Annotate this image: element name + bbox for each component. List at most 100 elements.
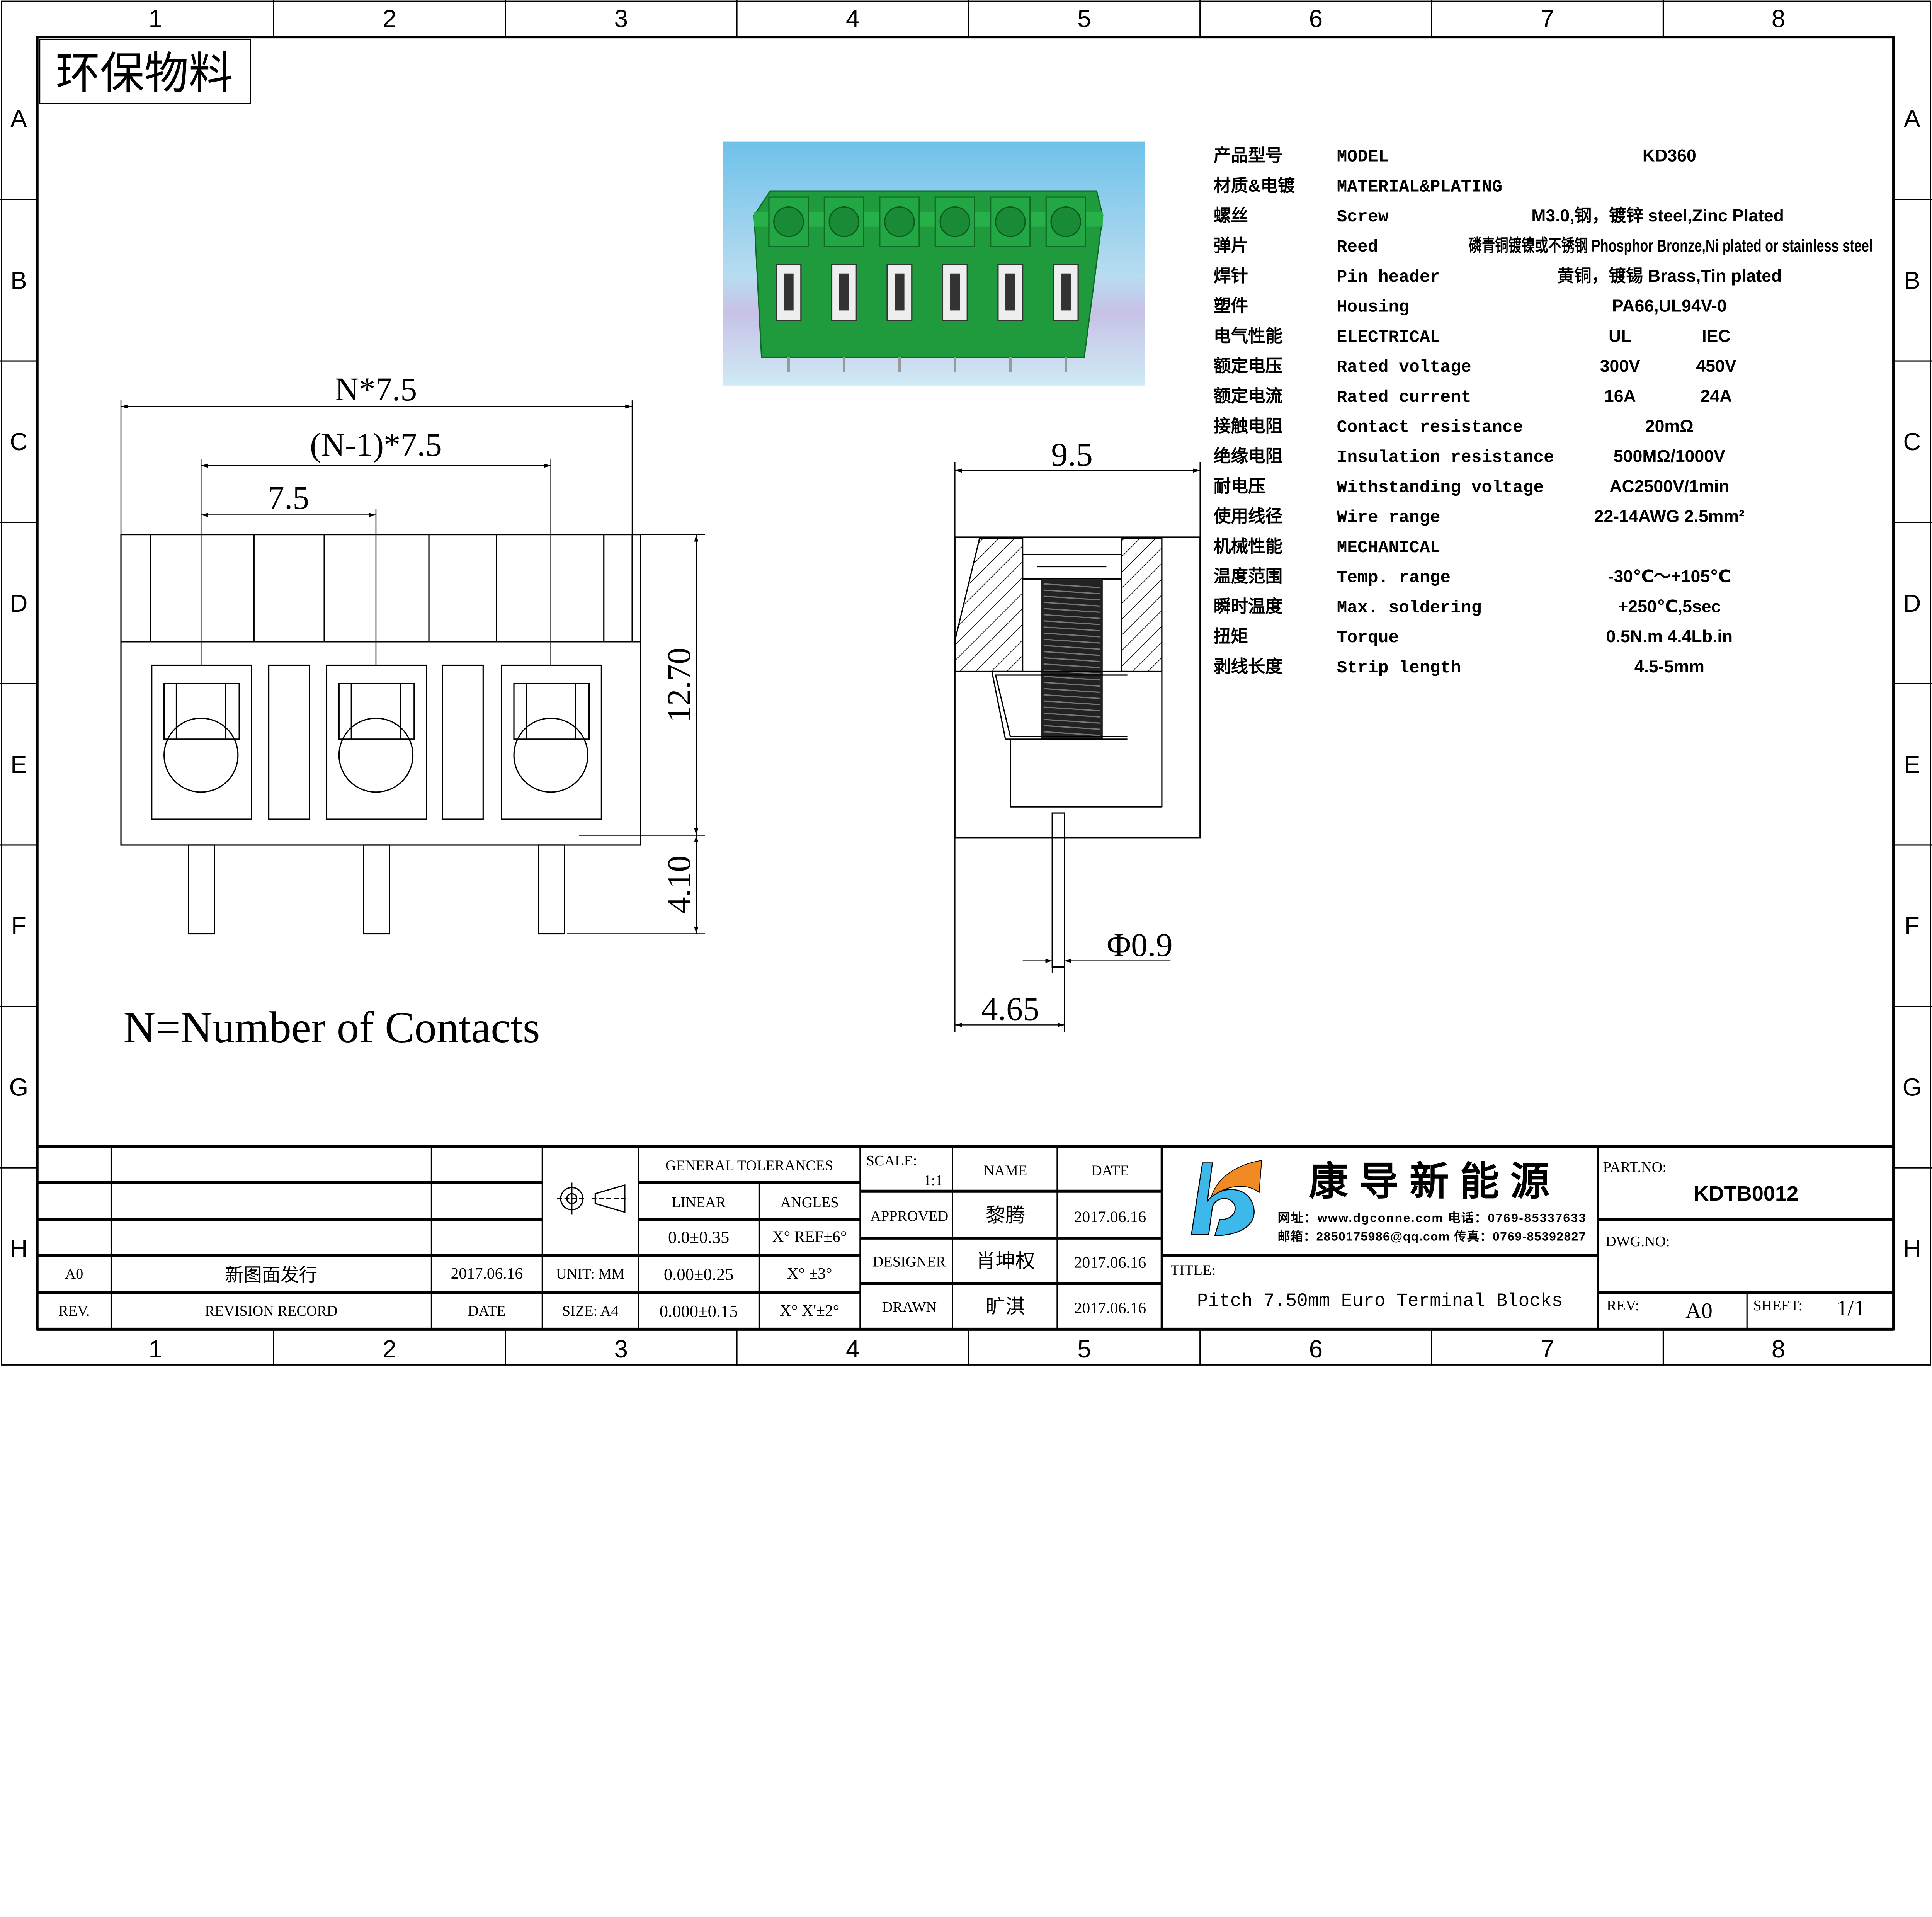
- spec-value: +250℃,5sec: [1618, 597, 1721, 616]
- angles-header: ANGLES: [781, 1194, 839, 1211]
- title-label: TITLE:: [1170, 1262, 1216, 1279]
- contacts-note: N=Number of Contacts: [123, 1003, 540, 1052]
- column-marker: 4: [846, 1335, 859, 1363]
- column-marker: 5: [1077, 5, 1091, 32]
- spec-label-cn: 额定电流: [1214, 387, 1283, 406]
- spec-label-en: Screw: [1337, 208, 1389, 227]
- product-photo: [723, 141, 1145, 386]
- scale-label: SCALE:: [866, 1153, 917, 1169]
- spec-label-en: MECHANICAL: [1337, 538, 1440, 558]
- column-marker: 1: [149, 5, 162, 32]
- spec-row: 机械性能 MECHANICAL: [1214, 537, 1440, 558]
- spec-value-ul: 300V: [1600, 357, 1640, 376]
- column-marker: 3: [614, 1335, 628, 1363]
- revision-record-header: REVISION RECORD: [205, 1303, 337, 1319]
- company-name: 康 导 新 能 源: [1309, 1159, 1549, 1203]
- general-tolerances-header: GENERAL TOLERANCES: [665, 1158, 833, 1174]
- spec-label-en: Torque: [1337, 628, 1399, 648]
- rev-header: REV.: [58, 1303, 90, 1319]
- row-marker: D: [10, 589, 27, 617]
- spec-value: -30℃～+105℃: [1608, 567, 1731, 586]
- column-marker: 6: [1309, 1335, 1323, 1363]
- spec-label-cn: 产品型号: [1214, 146, 1283, 165]
- badge-text: 环保物料: [56, 49, 233, 99]
- column-marker: 5: [1077, 1335, 1091, 1363]
- drawn-date: 2017.06.16: [1074, 1299, 1146, 1317]
- third-angle-projection-icon: [557, 1182, 629, 1215]
- company-contact-line2: 邮箱：2850175986@qq.com 传真：0769-85392827: [1278, 1229, 1586, 1243]
- linear-tol-3: 0.000±0.15: [660, 1301, 738, 1321]
- approved-date: 2017.06.16: [1074, 1208, 1146, 1225]
- side-section-view: 9.5 Φ0.9 4.65: [954, 436, 1201, 1032]
- spec-label-cn: 材质&电镀: [1214, 176, 1295, 195]
- spec-label-en: Temp. range: [1337, 568, 1451, 588]
- rev-value: A0: [1685, 1299, 1713, 1323]
- spec-label-en: Rated current: [1337, 388, 1471, 407]
- spec-label-cn: 瞬时温度: [1214, 597, 1283, 616]
- spec-value: KD360: [1643, 146, 1696, 165]
- approved-label: APPROVED: [870, 1208, 948, 1224]
- linear-tol-1: 0.0±0.35: [668, 1228, 729, 1247]
- dim-pitch: 7.5: [268, 479, 310, 516]
- spec-value-iec: 450V: [1696, 357, 1736, 376]
- column-marker: 7: [1541, 5, 1554, 32]
- revision-description: 新图面发行: [225, 1265, 317, 1286]
- designer-date: 2017.06.16: [1074, 1253, 1146, 1271]
- row-marker: G: [1903, 1073, 1922, 1101]
- company-logo: [1190, 1160, 1262, 1236]
- size-label: SIZE: A4: [562, 1303, 619, 1319]
- spec-label-en: Housing: [1337, 298, 1409, 317]
- dim-pin-diameter: Φ0.9: [1107, 926, 1173, 963]
- dwg-no-label: DWG.NO:: [1605, 1233, 1670, 1250]
- drawn-name: 旷淇: [986, 1296, 1025, 1318]
- spec-label-cn: 电气性能: [1214, 327, 1283, 345]
- spec-label-cn: 焊针: [1214, 267, 1248, 286]
- row-marker: E: [1904, 750, 1920, 778]
- column-marker: 7: [1541, 1335, 1554, 1363]
- angle-tol-1: X° REF±6°: [772, 1227, 847, 1245]
- spec-label-cn: 塑件: [1214, 297, 1248, 316]
- date-column-header: DATE: [1091, 1162, 1129, 1179]
- column-marker: 2: [383, 5, 396, 32]
- spec-value-ul: UL: [1609, 327, 1632, 345]
- angle-tol-3: X° X'±2°: [780, 1301, 839, 1319]
- approved-name: 黎腾: [986, 1205, 1025, 1226]
- spec-label-cn: 额定电压: [1214, 357, 1283, 376]
- spec-value: M3.0,钢，镀锌 steel,Zinc Plated: [1531, 206, 1784, 225]
- dim-span: (N-1)*7.5: [310, 426, 442, 463]
- designer-name: 肖坤权: [976, 1250, 1035, 1272]
- spec-value: 4.5-5mm: [1634, 657, 1704, 676]
- row-marker: B: [1904, 267, 1920, 294]
- column-marker: 3: [614, 5, 628, 32]
- spec-label-en: Contact resistance: [1337, 418, 1523, 437]
- column-marker: 4: [846, 5, 859, 32]
- column-marker: 2: [383, 1335, 396, 1363]
- spec-value: PA66,UL94V-0: [1612, 297, 1727, 316]
- front-view: N*7.5 (N-1)*7.5 7.5 12.70 4.10 N=Number …: [120, 371, 705, 1052]
- spec-label-en: Insulation resistance: [1337, 448, 1554, 467]
- spec-label-en: MATERIAL&PLATING: [1337, 177, 1502, 197]
- spec-value-iec: IEC: [1702, 327, 1730, 345]
- spec-value-ul: 16A: [1604, 387, 1636, 406]
- part-number: KDTB0012: [1694, 1182, 1799, 1205]
- spec-label-cn: 接触电阻: [1214, 417, 1283, 436]
- spec-value: 黄铜，镀锡 Brass,Tin plated: [1557, 267, 1782, 286]
- row-marker: G: [9, 1073, 29, 1101]
- company-contact-line1: 网址：www.dgconne.com 电话：0769-85337633: [1278, 1211, 1586, 1225]
- spec-label-cn: 机械性能: [1214, 537, 1283, 556]
- row-marker: H: [1903, 1235, 1921, 1262]
- spec-value: 0.5N.m 4.4Lb.in: [1606, 627, 1733, 646]
- spec-value-iec: 24A: [1701, 387, 1732, 406]
- spec-label-cn: 使用线径: [1213, 507, 1283, 526]
